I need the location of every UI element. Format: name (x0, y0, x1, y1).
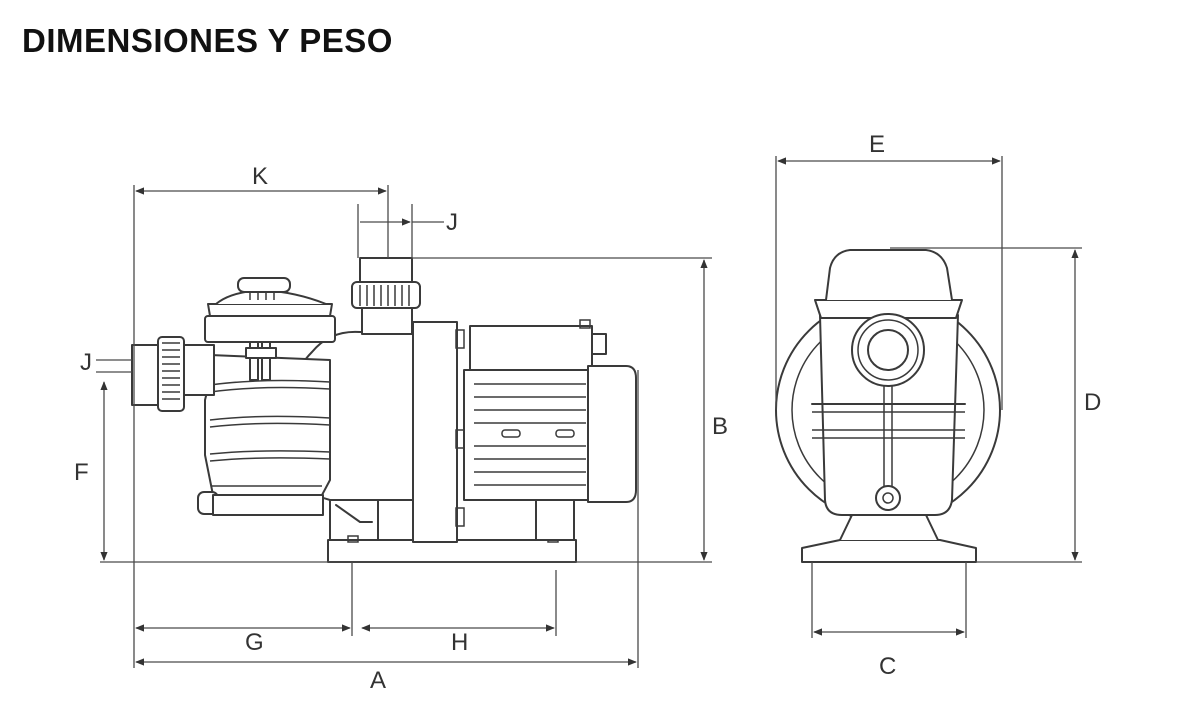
dimension-lines (96, 156, 1082, 668)
dimension-label-h: H (451, 629, 468, 656)
dimension-label-d: D (1084, 389, 1101, 416)
pump-side-view (131, 257, 637, 563)
dimension-label-k: K (252, 163, 268, 190)
dimension-label-j-top: J (446, 209, 458, 236)
dimension-label-a: A (370, 667, 386, 694)
dimension-label-b: B (712, 413, 728, 440)
pump-front-view (775, 249, 1001, 563)
dimension-label-e: E (869, 131, 885, 158)
page-title: DIMENSIONES Y PESO (22, 22, 393, 59)
dimension-label-j-left: J (80, 349, 92, 376)
dimension-label-c: C (879, 653, 896, 680)
dimension-label-g: G (245, 629, 264, 656)
dimension-label-f: F (74, 459, 89, 486)
